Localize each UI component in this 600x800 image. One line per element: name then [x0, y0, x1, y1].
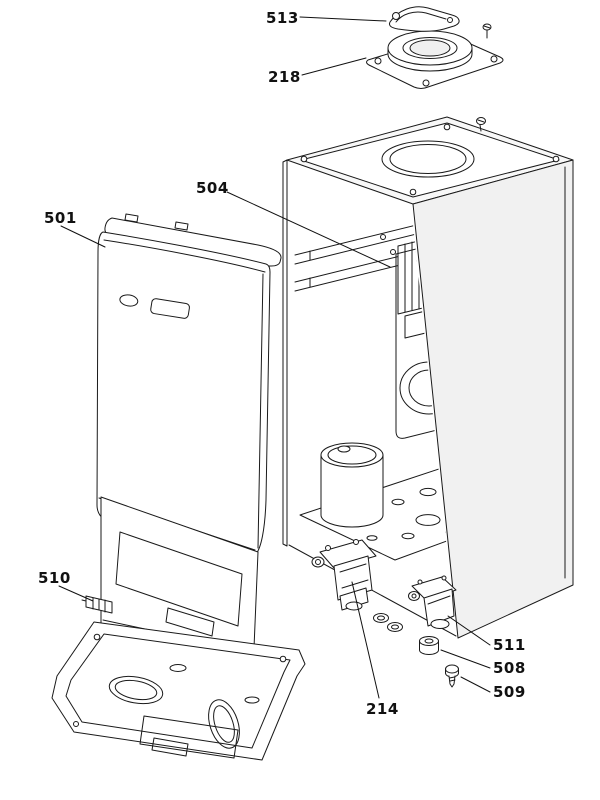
bottom-tray [51, 621, 306, 761]
screw-509 [445, 664, 459, 688]
leader-lines [58, 16, 491, 699]
grommet-pair [373, 613, 403, 632]
cabinet-chassis [282, 116, 574, 639]
callout-511: 511 [493, 636, 526, 654]
screw-top-right [476, 117, 486, 132]
condensate-trap-cylinder [320, 442, 384, 528]
callout-510: 510 [38, 569, 71, 587]
flue-collar-218 [366, 30, 504, 89]
callout-508: 508 [493, 659, 526, 677]
gas-valve-214 [311, 539, 377, 611]
callout-509: 509 [493, 683, 526, 701]
callout-501: 501 [44, 209, 77, 227]
top-panel-opening [381, 140, 475, 178]
grommet-508 [419, 636, 439, 655]
panel-logo-badge [119, 294, 190, 319]
callout-218: 218 [268, 68, 301, 86]
callout-513: 513 [266, 9, 299, 27]
callout-214: 214 [366, 700, 399, 718]
callout-504: 504 [196, 179, 229, 197]
screw-clamp [482, 23, 492, 39]
front-panel-501 [96, 213, 282, 557]
flue-clamp-513 [389, 6, 492, 39]
lower-front-panel [100, 496, 259, 665]
valve-assembly-511 [408, 575, 457, 629]
